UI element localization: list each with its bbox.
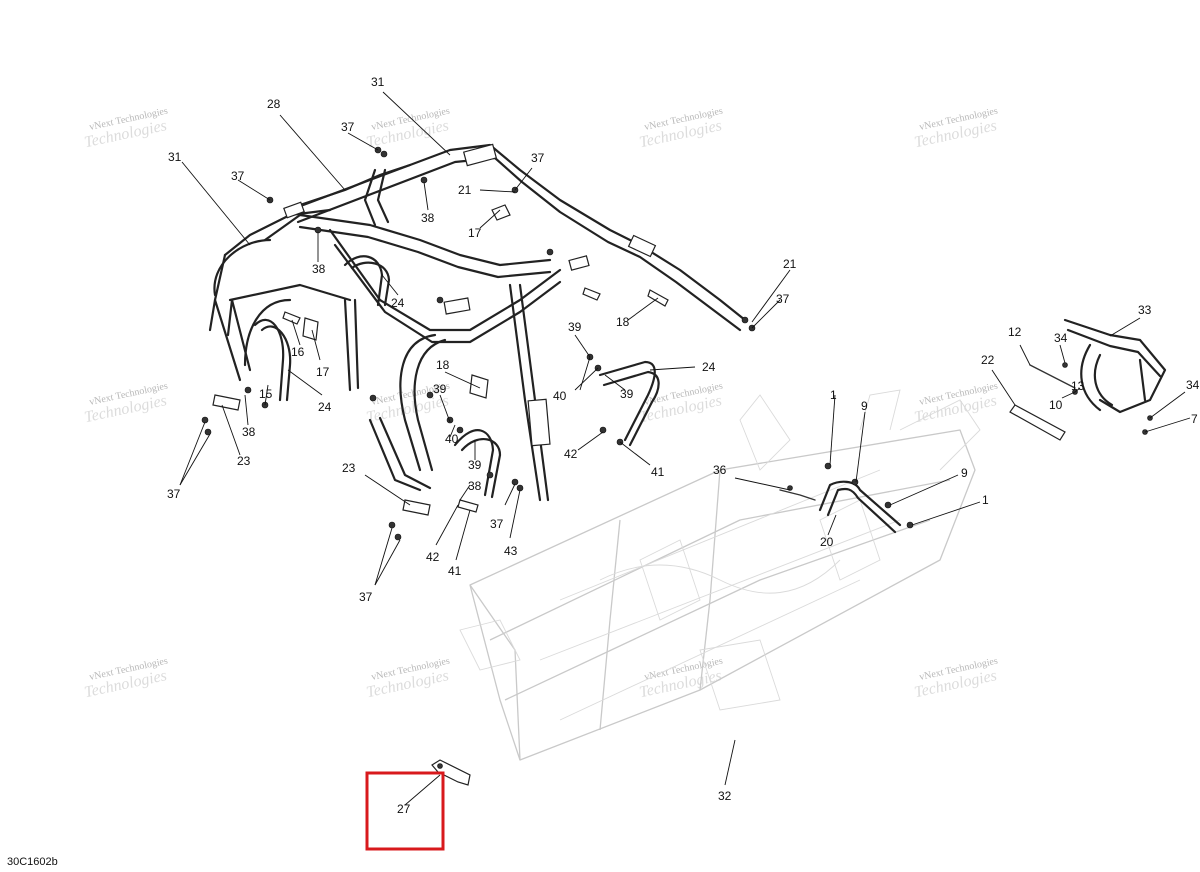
callout-33: 33 (1138, 303, 1152, 317)
callout-42: 42 (564, 447, 578, 461)
side-bar-20 (818, 480, 902, 534)
callout-17: 17 (468, 226, 482, 240)
highlight-box-part-27[interactable] (365, 771, 445, 851)
callout-37: 37 (490, 517, 504, 531)
side-bar-rear (453, 429, 502, 499)
trim-strip-22 (1009, 404, 1066, 441)
side-bar-left-front (253, 318, 292, 402)
callout-23: 23 (342, 461, 356, 475)
callout-18: 18 (436, 358, 450, 372)
watermark: vNext Technologies Technologies (913, 656, 999, 702)
callout-41: 41 (448, 564, 462, 578)
leader-lines (179, 91, 1191, 806)
watermark: vNext Technologies Technologies (365, 656, 451, 702)
roll-cage (208, 143, 747, 502)
callout-9: 9 (961, 466, 968, 480)
callout-21: 21 (783, 257, 797, 271)
callout-37: 37 (341, 120, 355, 134)
watermark: vNext Technologies Technologies (83, 656, 169, 702)
callout-37: 37 (359, 590, 373, 604)
rod-12 (1029, 364, 1076, 389)
callout-38: 38 (242, 425, 256, 439)
callout-36: 36 (713, 463, 727, 477)
side-bar-right (598, 360, 660, 447)
callout-38: 38 (312, 262, 326, 276)
callout-39: 39 (568, 320, 582, 334)
callout-32: 32 (718, 789, 732, 803)
callout-38: 38 (421, 211, 435, 225)
callout-21: 21 (458, 183, 472, 197)
callout-16: 16 (291, 345, 305, 359)
watermark: vNext Technologies Technologies (638, 381, 724, 427)
watermark: vNext Technologies Technologies (365, 106, 451, 152)
callout-10: 10 (1049, 398, 1063, 412)
callout-23: 23 (237, 454, 251, 468)
callout-37: 37 (776, 292, 790, 306)
callout-27: 27 (397, 802, 411, 816)
callout-17: 17 (316, 365, 330, 379)
callout-37: 37 (231, 169, 245, 183)
callout-43: 43 (504, 544, 518, 558)
callout-39: 39 (620, 387, 634, 401)
callout-7: 7 (1191, 412, 1198, 426)
fasteners (201, 146, 914, 541)
callout-31: 31 (371, 75, 385, 89)
side-bar-center (343, 255, 391, 307)
watermark: vNext Technologies Technologies (83, 381, 169, 427)
vehicle-frame-ghost (459, 389, 981, 761)
callout-15: 15 (259, 387, 273, 401)
callout-9: 9 (861, 399, 868, 413)
callout-22: 22 (981, 353, 995, 367)
callout-1: 1 (830, 388, 837, 402)
watermark: vNext Technologies Technologies (913, 106, 999, 152)
watermark: vNext Technologies Technologies (83, 106, 169, 152)
callout-42: 42 (426, 550, 440, 564)
callout-37: 37 (531, 151, 545, 165)
callout-40: 40 (553, 389, 567, 403)
callout-24: 24 (391, 296, 405, 310)
callout-24: 24 (702, 360, 716, 374)
callout-18: 18 (616, 315, 630, 329)
callout-40: 40 (445, 432, 459, 446)
brace-36 (779, 485, 816, 501)
callout-24: 24 (318, 400, 332, 414)
callout-12: 12 (1008, 325, 1022, 339)
callout-39: 39 (468, 458, 482, 472)
callout-41: 41 (651, 465, 665, 479)
callout-34: 34 (1054, 331, 1068, 345)
callout-38: 38 (468, 479, 482, 493)
callout-labels: 31 28 31 37 37 37 21 17 38 38 24 21 37 1… (167, 75, 1200, 816)
callout-34: 34 (1186, 378, 1200, 392)
watermark: vNext Technologies Technologies (913, 381, 999, 427)
callout-28: 28 (267, 97, 281, 111)
callout-31: 31 (168, 150, 182, 164)
brackets (212, 204, 669, 516)
drawing-number: 30C1602b (7, 856, 58, 868)
callout-13: 13 (1071, 379, 1085, 393)
callout-1: 1 (982, 493, 989, 507)
roof-rack-assembly (1062, 318, 1167, 435)
callout-37: 37 (167, 487, 181, 501)
callout-20: 20 (820, 535, 834, 549)
watermark: vNext Technologies Technologies (638, 106, 724, 152)
callout-39: 39 (433, 382, 447, 396)
